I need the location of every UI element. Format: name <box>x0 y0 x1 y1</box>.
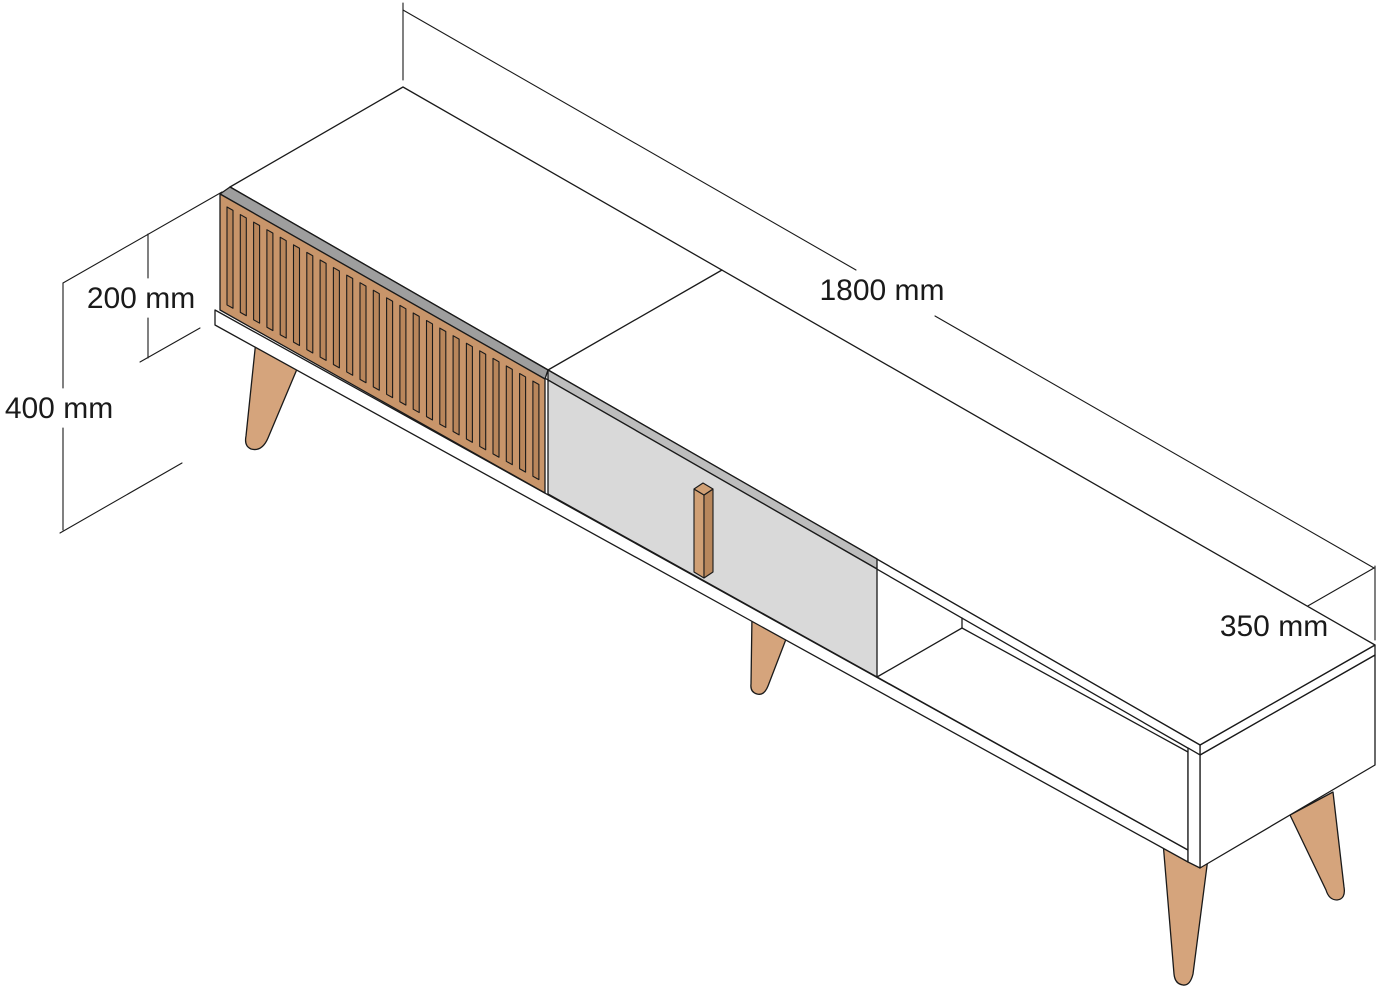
top-surface-seam <box>547 269 723 371</box>
depth-label: 350 mm <box>1220 610 1328 643</box>
fluted-groove <box>452 335 460 436</box>
drawer-height-label: 200 mm <box>87 282 195 315</box>
fluted-groove <box>266 229 274 332</box>
length-dimension-line-left <box>402 9 857 271</box>
fluted-groove <box>319 259 327 361</box>
fluted-groove <box>279 236 287 339</box>
fluted-groove <box>439 327 447 428</box>
length-label: 1800 mm <box>819 274 944 307</box>
fluted-drawer <box>219 186 549 494</box>
front-left-leg <box>244 339 301 451</box>
grey-drawer <box>547 369 878 678</box>
fluted-groove <box>505 365 513 466</box>
fluted-groove <box>239 214 247 317</box>
fluted-groove <box>399 304 407 406</box>
fluted-groove <box>346 274 354 376</box>
drawer-height-extension-bottom <box>139 327 201 363</box>
fluted-grooves <box>226 206 540 481</box>
total-height-label: 400 mm <box>5 392 113 425</box>
depth-dimension-line-right <box>1305 567 1375 608</box>
length-dimension-line-right <box>934 315 1375 569</box>
fluted-groove <box>532 380 540 481</box>
fluted-groove <box>253 221 261 324</box>
handle-side <box>703 488 714 579</box>
front-right-leg <box>1162 841 1209 986</box>
fluted-groove <box>492 357 500 458</box>
back-right-leg <box>1289 791 1345 901</box>
fluted-groove <box>359 282 367 384</box>
right-panel-front-edge <box>1187 747 1201 869</box>
dimension-labels: 1800 mm 200 mm 400 mm 350 mm <box>5 274 1328 643</box>
fluted-groove <box>479 350 487 451</box>
fluted-groove <box>465 342 473 443</box>
fluted-groove <box>226 206 234 309</box>
handle-top <box>693 482 714 496</box>
height-extension-top <box>62 191 223 284</box>
total-height-extension-bottom <box>59 462 183 534</box>
fluted-groove <box>425 319 434 421</box>
fluted-groove <box>386 297 394 399</box>
fluted-drawer-front <box>219 193 546 494</box>
fluted-groove <box>332 266 340 369</box>
fluted-groove <box>519 372 527 473</box>
fluted-groove <box>372 289 380 391</box>
fluted-groove <box>292 244 301 347</box>
fluted-groove <box>306 251 314 354</box>
dimension-lines <box>59 2 1376 749</box>
handle-front <box>693 488 705 579</box>
fluted-groove <box>412 312 420 414</box>
